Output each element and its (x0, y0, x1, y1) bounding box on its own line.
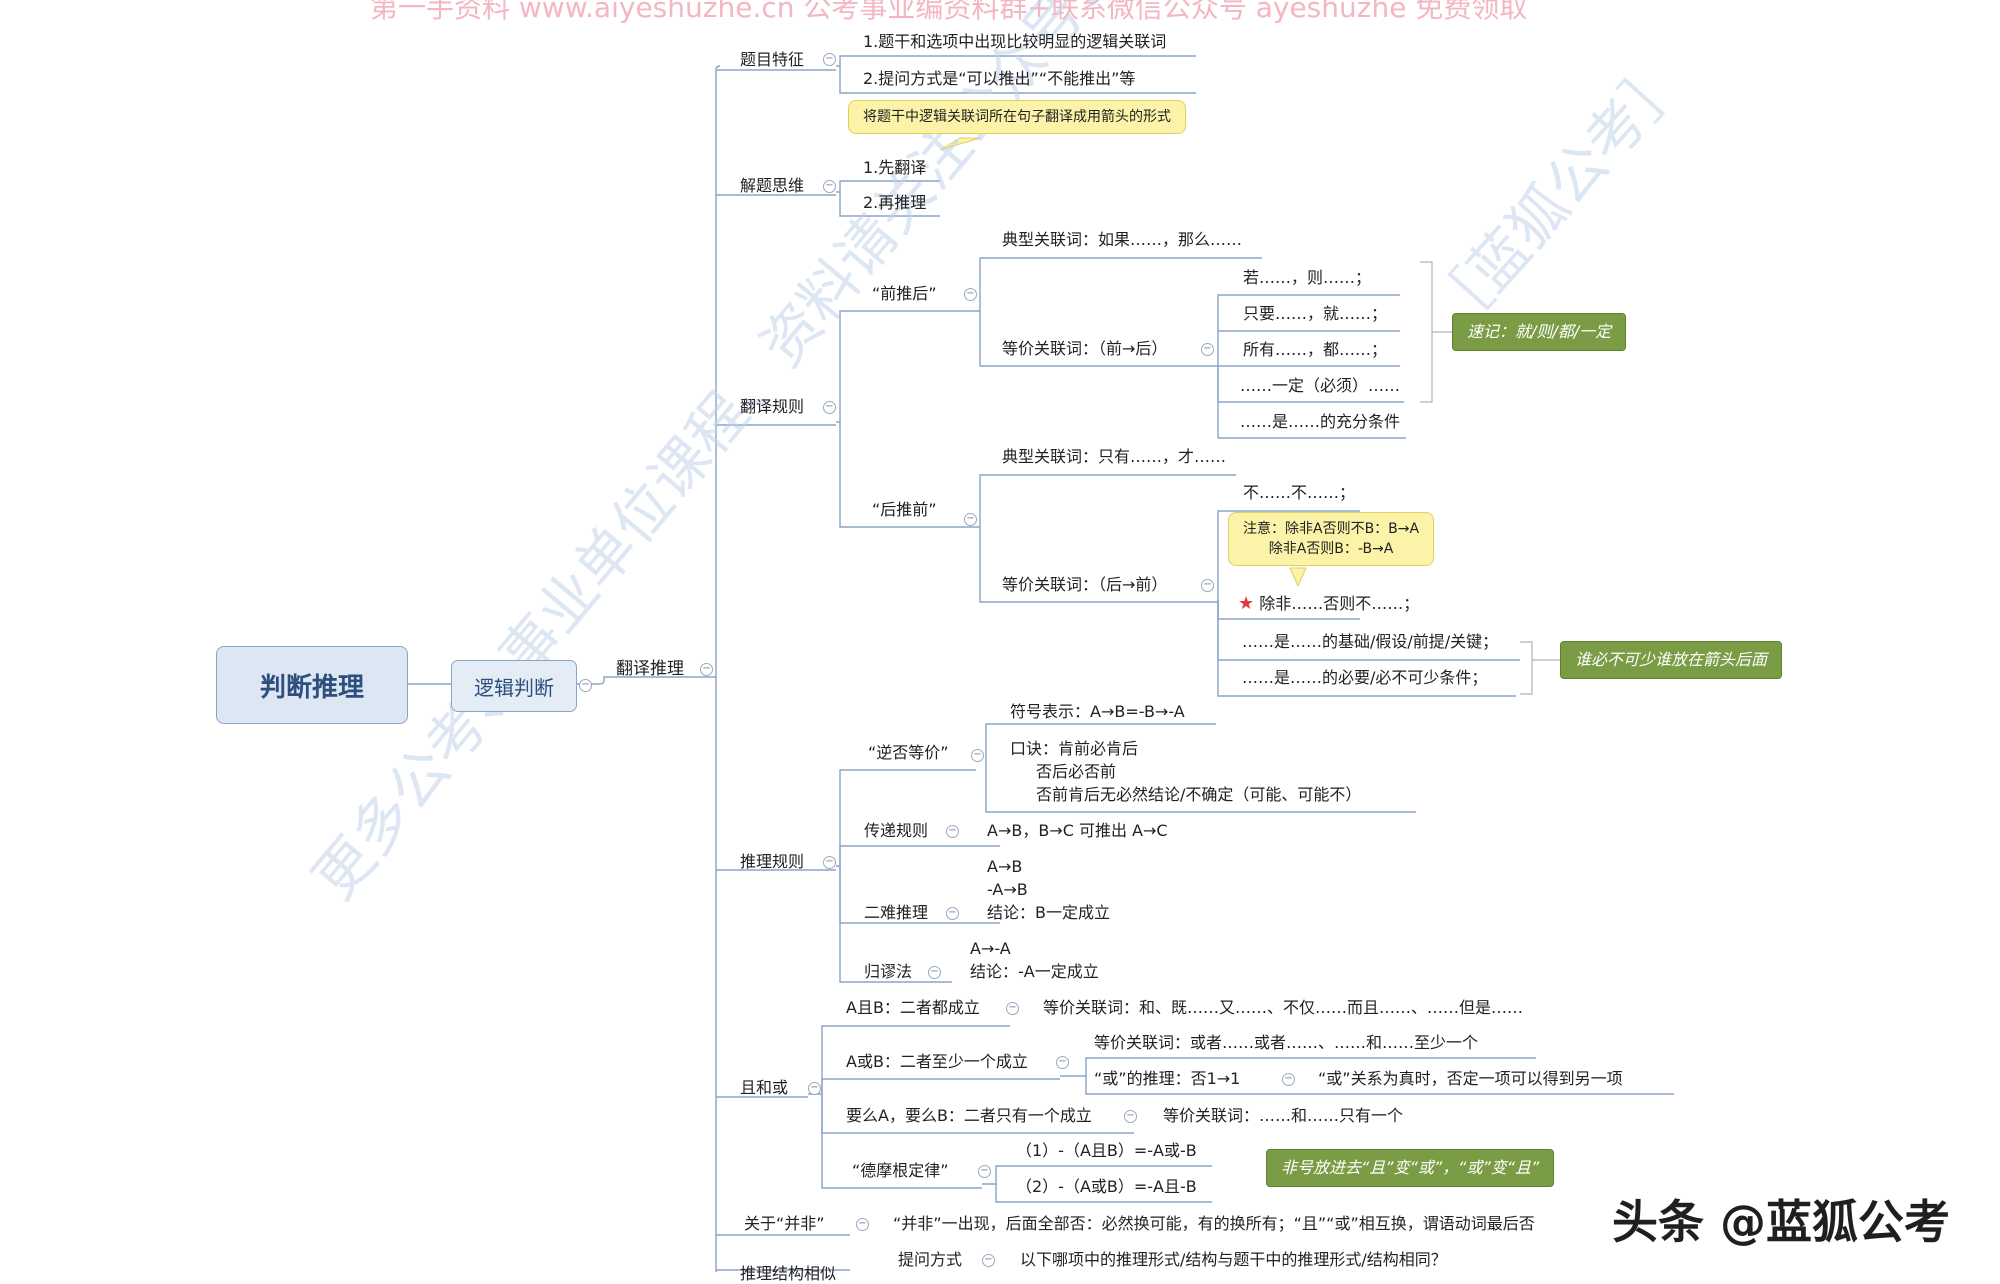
list-item: ……是……的充分条件 (1240, 412, 1401, 431)
collapse-icon[interactable]: − (1201, 579, 1214, 592)
node-demorgan[interactable]: “德摩根定律” (852, 1161, 949, 1180)
mnemonic-tag: 谁必不可少谁放在箭头后面 (1560, 641, 1783, 679)
collapse-icon[interactable]: − (946, 907, 959, 920)
mnemonic-tag: 非号放进去“且”变“或”，“或”变“且” (1266, 1149, 1555, 1187)
mnemonic-tag: 速记：就/则/都/一定 (1452, 313, 1627, 351)
brand-watermark: 头条 @蓝狐公考 (1612, 1195, 1951, 1249)
section-inference[interactable]: 推理规则 (740, 852, 805, 871)
collapse-icon[interactable]: − (1006, 1002, 1019, 1015)
list-item: ★ 除非……否则不……； (1238, 594, 1419, 614)
mnemonic-line: 口诀：肯前必肯后 (1010, 739, 1139, 758)
note-line: 除非A否则B：-B→A (1268, 541, 1394, 557)
symbol-text: 符号表示：A→B=-B→-A (1010, 702, 1185, 721)
rule-line: 结论：B一定成立 (987, 903, 1110, 922)
node-and[interactable]: A且B：二者都成立 (846, 998, 980, 1017)
list-item: 只要……，就……； (1243, 304, 1388, 323)
section-features[interactable]: 题目特征 (740, 50, 805, 69)
list-item: 2.再推理 (863, 193, 927, 212)
rule-line: -A→B (987, 880, 1028, 899)
rule-text: A→B，B→C 可推出 A→C (987, 821, 1168, 840)
note-callout: 将题干中逻辑关联词所在句子翻译成用箭头的形式 (848, 100, 1186, 134)
node-dilemma[interactable]: 二难推理 (864, 903, 929, 922)
list-item: 1.先翻译 (863, 158, 927, 177)
equivalent-connective: 等价关联词：和、既……又……、不仅……而且……、……但是…… (1043, 998, 1524, 1017)
list-item: 所有……，都……； (1243, 340, 1388, 359)
or-reasoning[interactable]: “或”的推理：否1→1 (1094, 1069, 1241, 1088)
rule-text: 以下哪项中的推理形式/结构与题干中的推理形式/结构相同？ (1020, 1250, 1447, 1269)
list-item: ……一定（必须）…… (1240, 376, 1401, 395)
list-item: ……是……的基础/假设/前提/关键； (1242, 632, 1499, 651)
collapse-icon[interactable]: − (808, 1082, 821, 1095)
collapse-icon[interactable]: − (1056, 1056, 1069, 1069)
collapse-icon[interactable]: − (823, 180, 836, 193)
equivalent-connective: 等价关联词：……和……只有一个 (1163, 1106, 1404, 1125)
collapse-icon[interactable]: − (823, 53, 836, 66)
note-line: 注意：除非A否则不B：B→A (1243, 521, 1420, 537)
list-item: 不……不……； (1243, 483, 1356, 502)
node-forward[interactable]: “前推后” (872, 284, 937, 303)
list-item-text: 除非……否则不……； (1259, 594, 1420, 613)
star-icon: ★ (1238, 593, 1255, 614)
law-line: （1）-（A且B）=-A或-B (1016, 1141, 1197, 1160)
header-watermark-text: 第一手资料 www.aiyeshuzhe.cn 公考事业编资料群+联系微信公众号… (370, 0, 1528, 24)
collapse-icon[interactable]: − (946, 825, 959, 838)
mnemonic-line: 否前肯后无必然结论/不确定（可能、可能不） (1036, 785, 1362, 804)
typical-connective: 典型关联词：只有……，才…… (1002, 447, 1227, 466)
list-item: 若……，则……； (1243, 268, 1372, 287)
collapse-icon[interactable]: − (964, 513, 977, 526)
collapse-icon[interactable]: − (982, 1254, 995, 1267)
rule-line: 结论：-A一定成立 (970, 962, 1099, 981)
section-thinking[interactable]: 解题思维 (740, 176, 805, 195)
section-andor[interactable]: 且和或 (740, 1078, 789, 1097)
collapse-icon[interactable]: − (1201, 343, 1214, 356)
list-item: 2.提问方式是“可以推出”“不能推出”等 (863, 69, 1136, 88)
branch-node[interactable]: 逻辑判断 (451, 660, 577, 712)
node-or[interactable]: A或B：二者至少一个成立 (846, 1052, 1028, 1071)
equivalent-connective[interactable]: 等价关联词：（前→后） (1002, 339, 1168, 358)
mnemonic-line: 否后必否前 (1036, 762, 1117, 781)
node-question-style[interactable]: 提问方式 (898, 1250, 963, 1269)
collapse-icon[interactable]: − (928, 966, 941, 979)
collapse-icon[interactable]: − (964, 288, 977, 301)
collapse-icon[interactable]: − (823, 401, 836, 414)
collapse-icon[interactable]: − (1282, 1073, 1295, 1086)
section-rules[interactable]: 翻译规则 (740, 397, 805, 416)
rule-line: A→-A (970, 939, 1011, 958)
node-either[interactable]: 要么A，要么B：二者只有一个成立 (846, 1106, 1092, 1125)
collapse-icon[interactable]: − (579, 679, 592, 692)
node-transitive[interactable]: 传递规则 (864, 821, 929, 840)
section-about-not[interactable]: 关于“并非” (744, 1214, 825, 1233)
node-contrapositive[interactable]: “逆否等价” (868, 743, 949, 762)
note-callout: 注意：除非A否则不B：B→A 除非A否则B：-B→A (1228, 512, 1435, 566)
root-node[interactable]: 判断推理 (216, 646, 408, 724)
or-reasoning-text: “或”关系为真时，否定一项可以得到另一项 (1318, 1069, 1623, 1088)
law-line: （2）-（A或B）=-A且-B (1016, 1177, 1197, 1196)
collapse-icon[interactable]: − (700, 663, 713, 676)
typical-connective: 典型关联词：如果……，那么…… (1002, 230, 1243, 249)
node-absurdity[interactable]: 归谬法 (864, 962, 913, 981)
node-backward[interactable]: “后推前” (872, 500, 937, 519)
section-structure[interactable]: 推理结构相似 (740, 1264, 837, 1283)
topic-node[interactable]: 翻译推理 (616, 659, 684, 679)
collapse-icon[interactable]: − (856, 1218, 869, 1231)
collapse-icon[interactable]: − (978, 1165, 991, 1178)
rule-line: A→B (987, 857, 1023, 876)
equivalent-connective: 等价关联词：或者……或者……、……和……至少一个 (1094, 1033, 1479, 1052)
rule-text: “并非”一出现，后面全部否：必然换可能，有的换所有；“且”“或”相互换，谓语动词… (893, 1214, 1535, 1233)
list-item: ……是……的必要/必不可少条件； (1242, 668, 1488, 687)
collapse-icon[interactable]: − (823, 856, 836, 869)
list-item: 1.题干和选项中出现比较明显的逻辑关联词 (863, 32, 1167, 51)
collapse-icon[interactable]: − (1124, 1110, 1137, 1123)
collapse-icon[interactable]: − (971, 749, 984, 762)
equivalent-connective[interactable]: 等价关联词：（后→前） (1002, 575, 1168, 594)
